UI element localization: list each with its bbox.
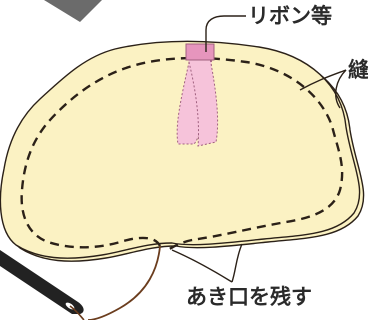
direction-arrow-icon <box>44 0 102 22</box>
opening-leader-line-right <box>232 244 242 282</box>
ribbon-top-tab <box>186 44 214 60</box>
seam-label: 縫 <box>348 60 368 81</box>
fabric-piece <box>0 41 359 258</box>
opening-leader-line-left <box>172 250 232 282</box>
opening-label: あき口を残す <box>186 287 312 308</box>
ribbon-label: リボン等 <box>248 6 332 27</box>
